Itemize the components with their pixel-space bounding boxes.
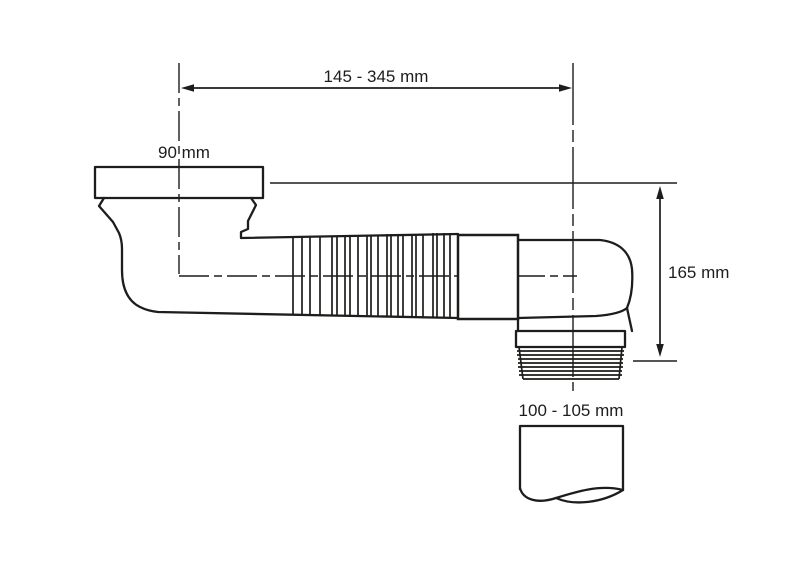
coupling-sleeve — [456, 233, 520, 321]
arrow-up-icon — [656, 186, 664, 199]
outlet-pipe-outline — [518, 424, 625, 492]
dimension-inlet: 90 mm — [158, 143, 210, 162]
pan-connector-body — [93, 165, 634, 504]
elbow-bend — [516, 238, 634, 333]
dimension-inlet-label: 90 mm — [158, 143, 210, 162]
dimension-height-label: 165 mm — [668, 263, 729, 282]
arrow-right-icon — [559, 84, 572, 92]
inlet-flange — [93, 165, 265, 200]
pipe-break-back-curve — [554, 488, 625, 504]
dimension-outlet-label: 100 - 105 mm — [519, 401, 624, 420]
dimension-outlet: 100 - 105 mm — [519, 401, 624, 420]
body-top-outline — [239, 196, 460, 240]
corrugation-ribs — [292, 233, 451, 318]
arrow-down-icon — [656, 344, 664, 357]
body-left-outline — [97, 196, 460, 320]
pipe-break-front-curve — [518, 486, 625, 502]
elbow-inner-outline — [516, 306, 629, 320]
dimension-horizontal-range: 145 - 345 mm — [181, 67, 572, 92]
outlet-pipe-broken — [518, 424, 625, 504]
dimension-vertical-height: 165 mm — [270, 182, 729, 362]
thread-lines — [517, 350, 624, 376]
dimension-top-label: 145 - 345 mm — [324, 67, 429, 86]
outlet-collar — [514, 329, 627, 349]
outlet-thread-assembly — [514, 329, 627, 380]
corrugated-section — [292, 233, 451, 318]
elbow-outer-outline — [516, 238, 634, 333]
centerlines — [178, 63, 577, 391]
arrow-left-icon — [181, 84, 194, 92]
